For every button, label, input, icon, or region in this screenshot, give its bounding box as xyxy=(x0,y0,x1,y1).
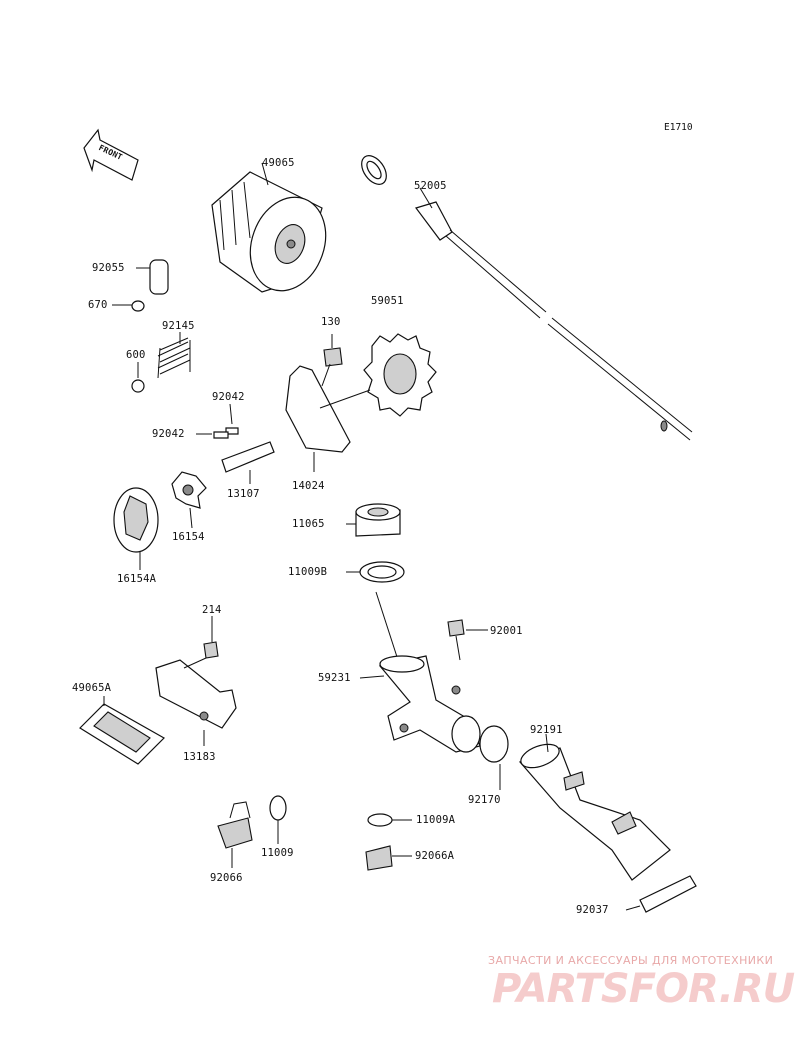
part-600: 600 xyxy=(126,349,146,361)
part-92037: 92037 xyxy=(576,904,609,916)
part-11065: 11065 xyxy=(292,518,325,530)
part-670: 670 xyxy=(88,299,108,311)
warning-label xyxy=(639,875,697,913)
filler-neck xyxy=(375,591,481,753)
watermark-tagline: ЗАПЧАСТИ И АКСЕССУАРЫ ДЛЯ МОТОТЕХНИКИ xyxy=(488,954,774,967)
part-92170: 92170 xyxy=(468,794,501,806)
part-92191: 92191 xyxy=(530,724,563,736)
oil-strainer xyxy=(79,703,165,765)
part-92066A: 92066A xyxy=(415,850,455,862)
part-16154: 16154 xyxy=(172,531,205,543)
pump-shaft xyxy=(221,441,275,473)
outer-rotor xyxy=(113,487,159,553)
hose-clamp xyxy=(479,725,509,763)
part-52005: 52005 xyxy=(414,180,447,192)
part-214: 214 xyxy=(202,604,222,616)
oil-filter xyxy=(211,171,327,293)
part-49065A: 49065A xyxy=(72,682,112,694)
part-59051: 59051 xyxy=(371,295,404,307)
part-13107: 13107 xyxy=(227,488,260,500)
front-arrow-icon xyxy=(83,128,139,181)
part-92001: 92001 xyxy=(490,625,523,637)
part-92042-upper: 92042 xyxy=(212,391,245,403)
bracket xyxy=(155,659,237,729)
part-11009A: 11009A xyxy=(416,814,456,826)
breather-hose xyxy=(518,743,671,881)
part-92066: 92066 xyxy=(210,872,243,884)
drain-plug xyxy=(217,817,253,849)
dipstick xyxy=(361,155,693,441)
part-16154A: 16154A xyxy=(117,573,157,585)
part-14024: 14024 xyxy=(292,480,325,492)
part-92042-lower: 92042 xyxy=(152,428,185,440)
part-13183: 13183 xyxy=(183,751,216,763)
part-59231: 59231 xyxy=(318,672,351,684)
pump-gear xyxy=(363,333,437,417)
filler-cap xyxy=(355,503,401,537)
part-130: 130 xyxy=(321,316,341,328)
diagram-ref: E1710 xyxy=(664,122,693,133)
watermark-logo: PARTSFOR.RU xyxy=(492,966,795,1012)
pump-cover xyxy=(285,365,351,453)
part-92145: 92145 xyxy=(162,320,195,332)
part-11009: 11009 xyxy=(261,847,294,859)
relief-spring xyxy=(157,337,191,379)
part-92055: 92055 xyxy=(92,262,125,274)
part-11009B: 11009B xyxy=(288,566,328,578)
o-ring-92055 xyxy=(149,259,169,295)
part-49065: 49065 xyxy=(262,157,295,169)
